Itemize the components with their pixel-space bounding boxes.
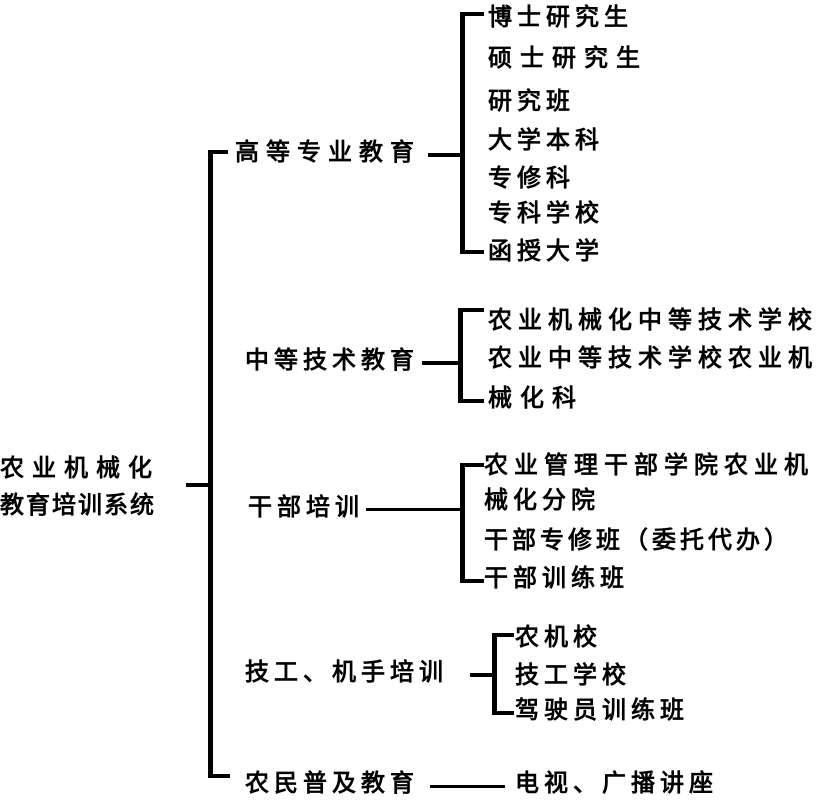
trunk-tick-bottom: [208, 774, 230, 778]
main-trunk-line: [208, 150, 213, 778]
bracket-bottom: [460, 579, 484, 583]
branch-label-cadre-training: 干部培训: [248, 492, 364, 521]
list-item: 农业机械化中等技术学校: [488, 305, 818, 334]
branch-label-secondary-technical: 中等技术教育: [245, 345, 419, 374]
list-item: 电视、广播讲座: [515, 768, 718, 797]
root-line-1: 农业机械化: [0, 453, 160, 482]
list-item: 械化科: [488, 383, 584, 412]
bracket-line: [460, 12, 465, 254]
list-item: 博士研究生: [488, 2, 633, 31]
bracket-line: [460, 463, 465, 583]
branch-label-higher-education: 高等专业教育: [235, 137, 421, 166]
bracket-bottom: [460, 250, 484, 254]
branch-connector: [430, 785, 505, 788]
bracket-bottom: [458, 399, 484, 403]
branch-label-farmer-education: 农民普及教育: [245, 768, 419, 797]
list-item: 农机校: [515, 622, 602, 651]
list-item: 专科学校: [488, 198, 604, 227]
bracket-line: [458, 308, 463, 403]
branch-connector: [366, 508, 462, 511]
list-item: 研究班: [488, 86, 575, 115]
bracket-top: [460, 12, 484, 16]
list-item: 函授大学: [488, 236, 604, 265]
list-item: 专修科: [488, 163, 575, 192]
list-item: 大学本科: [488, 125, 604, 154]
list-item: 技工学校: [515, 660, 631, 689]
branch-label-technician-training: 技工、机手培训: [245, 657, 448, 686]
list-item: 农业管理干部学院农业机: [484, 450, 814, 479]
bracket-bottom: [492, 711, 514, 715]
root-line-2: 教育培训系统: [0, 490, 156, 519]
list-item: 驾驶员训练班: [515, 695, 689, 724]
branch-connector: [428, 153, 464, 157]
bracket-top: [458, 308, 484, 312]
bracket-top: [492, 633, 514, 637]
branch-connector: [470, 673, 494, 677]
list-item: 农业中等技术学校农业机: [488, 343, 818, 372]
list-item: 干部训练班: [484, 563, 629, 592]
list-item: 硕士研究生: [488, 43, 648, 72]
bracket-top: [460, 463, 484, 467]
list-item: 干部专修班（委托代办）: [484, 525, 792, 554]
trunk-tick-top: [208, 150, 228, 154]
bracket-line: [492, 633, 497, 715]
list-item: 械化分院: [484, 485, 600, 514]
root-connector: [186, 483, 210, 487]
branch-connector: [422, 361, 462, 365]
